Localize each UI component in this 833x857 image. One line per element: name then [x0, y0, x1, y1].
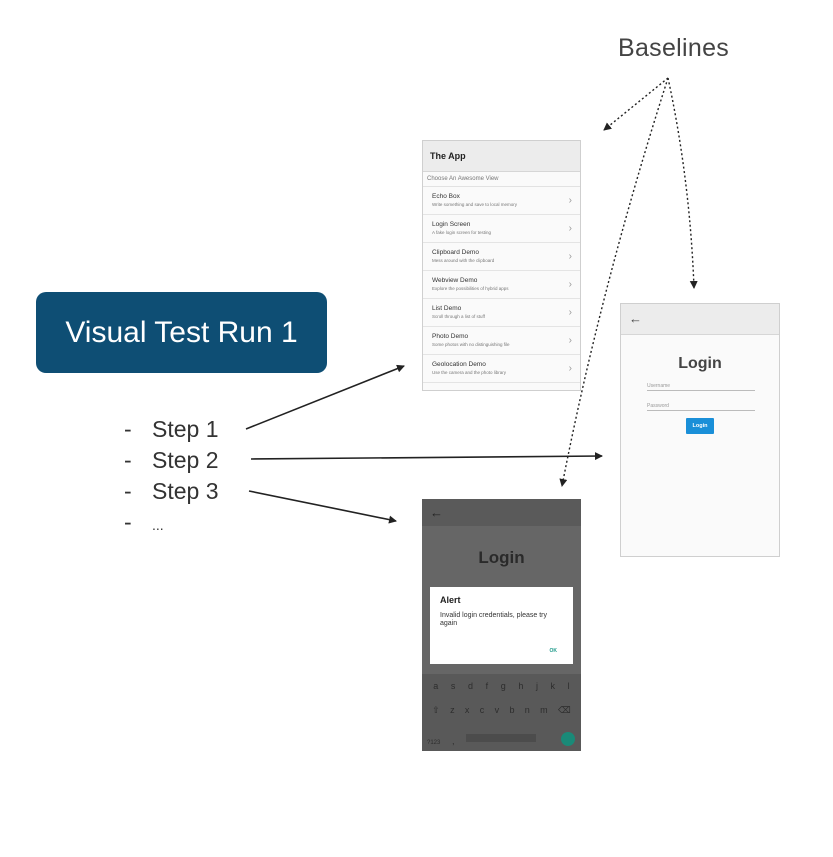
steps-list: -Step 1 -Step 2 -Step 3 -... — [124, 414, 219, 538]
key[interactable]: g — [500, 681, 506, 691]
run-label: Visual Test Run 1 — [65, 315, 298, 349]
chevron-right-icon: › — [568, 195, 572, 206]
step-item: -Step 2 — [124, 445, 219, 476]
key[interactable]: z — [450, 705, 455, 715]
login-title: Login — [678, 355, 722, 372]
key[interactable]: l — [567, 681, 570, 691]
chevron-right-icon: › — [568, 307, 572, 318]
alert-dialog: Alert Invalid login credentials, please … — [430, 587, 573, 664]
step-dash: - — [124, 509, 132, 535]
baseline-arrow-to-alert — [559, 77, 669, 487]
step-item: -Step 1 — [124, 414, 219, 445]
key[interactable]: c — [479, 705, 485, 715]
alert-title: Alert — [440, 595, 461, 605]
list-item-title: Photo Demo — [432, 333, 469, 340]
list-item-title: Clipboard Demo — [432, 249, 479, 256]
chevron-right-icon: › — [568, 251, 572, 262]
backspace-icon[interactable]: ⌫ — [558, 705, 571, 715]
alert-message: Invalid login credentials, please try ag… — [440, 612, 548, 627]
step-label: Step 3 — [152, 478, 219, 504]
app-hint: Choose An Awesome View — [423, 172, 580, 187]
step-item: -Step 3 — [124, 476, 219, 507]
step1-arrow — [245, 364, 405, 430]
baseline-arrow-to-login — [667, 77, 698, 289]
key[interactable]: d — [468, 681, 474, 691]
visual-test-run-box: Visual Test Run 1 — [36, 292, 327, 373]
space-key[interactable] — [466, 734, 536, 742]
enter-key-icon[interactable] — [561, 732, 575, 746]
key[interactable]: f — [485, 681, 489, 691]
list-item-title: Login Screen — [432, 221, 471, 228]
step2-arrow — [250, 452, 603, 461]
alert-screen: ← Login Alert Invalid login credentials,… — [422, 499, 581, 751]
list-item-subtitle: Use the camera and the photo library — [432, 370, 507, 375]
step-label: Step 1 — [152, 416, 219, 442]
list-item-subtitle: Write something and save to local memory — [432, 202, 517, 207]
baseline-arrow-to-app — [603, 77, 669, 131]
list-item-subtitle: Mess around with the clipboard — [432, 258, 495, 263]
key[interactable]: j — [535, 681, 538, 691]
chevron-right-icon: › — [568, 279, 572, 290]
password-field[interactable]: Password — [647, 403, 755, 411]
key[interactable]: n — [524, 705, 530, 715]
number-key[interactable]: ?123 — [427, 740, 441, 746]
ok-button[interactable]: OK — [549, 648, 558, 654]
key[interactable]: h — [518, 681, 524, 691]
list-item-title: Webview Demo — [432, 277, 478, 284]
key[interactable]: b — [509, 705, 515, 715]
app-title: The App — [423, 141, 580, 172]
step-dash: - — [124, 447, 132, 473]
step-item: -... — [124, 507, 219, 538]
step-label: Step 2 — [152, 447, 219, 473]
login-screen: ← Login Username Password Login — [620, 303, 780, 557]
key[interactable]: a — [433, 681, 439, 691]
list-item-subtitle: Explore the possibilities of hybrid apps — [432, 286, 509, 291]
list-item-subtitle: Some photos with no distinguishing file — [432, 342, 510, 347]
step-label: ... — [152, 517, 164, 533]
shift-icon[interactable]: ⇧ — [432, 705, 440, 715]
key[interactable]: m — [540, 705, 548, 715]
step3-arrow — [248, 490, 397, 524]
key[interactable]: s — [450, 681, 456, 691]
chevron-right-icon: › — [568, 335, 572, 346]
list-item-subtitle: A fake login screen for testing — [432, 230, 492, 235]
list-item-title: Geolocation Demo — [432, 361, 486, 368]
list-item-title: Echo Box — [432, 193, 460, 200]
step-dash: - — [124, 416, 132, 442]
login-title: Login — [478, 548, 525, 567]
username-field[interactable]: Username — [647, 383, 755, 391]
key[interactable]: k — [550, 681, 556, 691]
login-button[interactable]: Login — [686, 418, 714, 434]
list-item-subtitle: Scroll through a list of stuff — [432, 314, 485, 319]
chevron-right-icon: › — [568, 363, 572, 374]
back-arrow-icon[interactable]: ← — [629, 311, 642, 326]
step-dash: - — [124, 478, 132, 504]
key[interactable]: v — [494, 705, 500, 715]
comma-key[interactable]: , — [452, 736, 455, 746]
list-item[interactable]: Login Screen A fake login screen for test… — [423, 215, 580, 243]
back-arrow-icon[interactable]: ← — [430, 505, 443, 520]
baselines-label: Baselines — [618, 34, 730, 62]
list-item-title: List Demo — [432, 305, 462, 312]
key[interactable]: x — [464, 705, 470, 715]
chevron-right-icon: › — [568, 223, 572, 234]
keyboard: a s d f g h j k l ⇧ z x c v b n m ⌫ ?123… — [422, 674, 581, 751]
